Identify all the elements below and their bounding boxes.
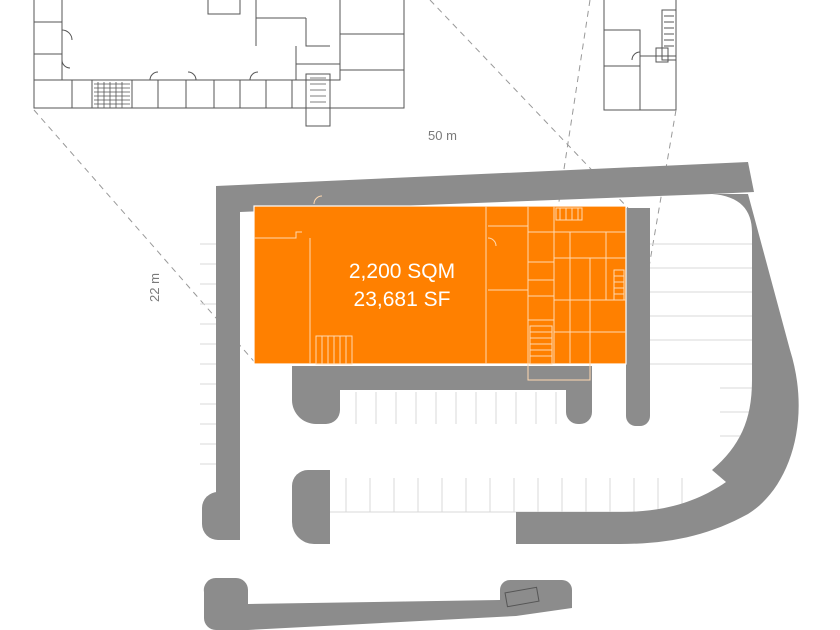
- road-middle: [292, 366, 592, 424]
- floor-plan-inset: [33, 0, 405, 127]
- building: [253, 195, 627, 381]
- detail-inset: [603, 0, 677, 111]
- width-dimension-label: 50 m: [428, 128, 457, 143]
- road-left-bulb: [202, 492, 240, 540]
- unit-area-sf: 23,681 SF: [353, 288, 451, 311]
- unit-area-sqm: 2,200 SQM: [348, 260, 456, 283]
- road-left: [216, 186, 240, 496]
- projection-lines: [33, 0, 677, 367]
- road-top: [216, 162, 754, 214]
- unit-stairs: [315, 207, 625, 365]
- roads: [202, 162, 799, 630]
- road-right-curve: [516, 194, 799, 544]
- road-right-inner: [626, 208, 650, 426]
- bottom-structure: [504, 586, 540, 608]
- road-island: [292, 470, 330, 544]
- unit-area-label: 2,200 SQM 23,681 SF: [302, 258, 502, 314]
- unit-interior-lines: [254, 195, 626, 381]
- road-bottom: [203, 577, 572, 630]
- depth-dimension-label: 22 m: [146, 273, 162, 302]
